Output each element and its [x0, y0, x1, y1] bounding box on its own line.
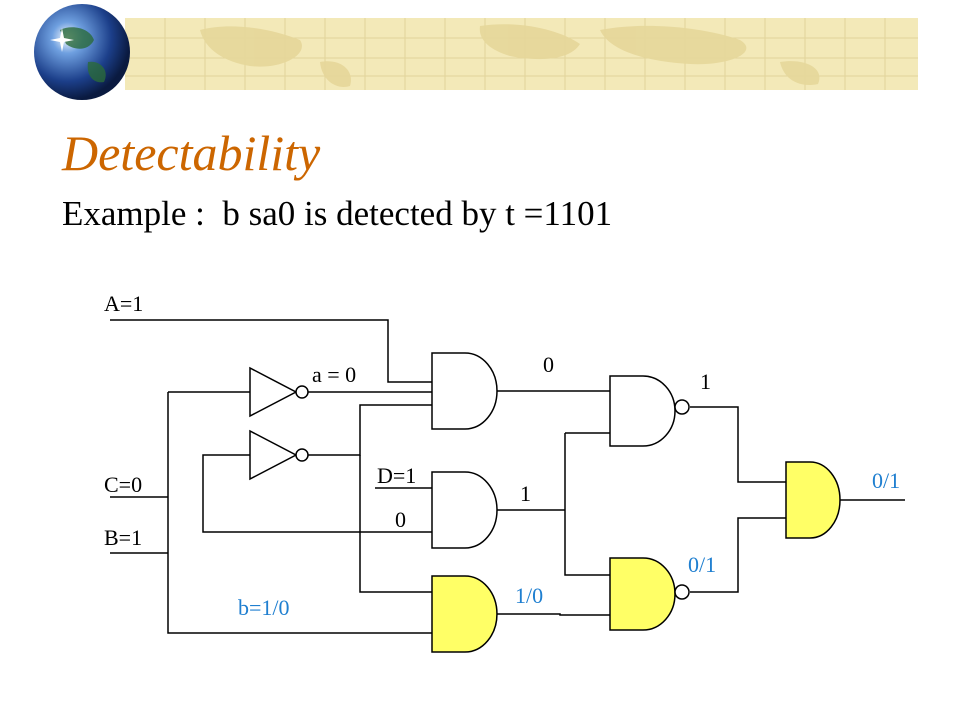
globe-icon [34, 4, 130, 100]
globe-landmass [60, 27, 106, 83]
label-inverter-a-out: a = 0 [312, 362, 356, 387]
slide-title: Detectability [62, 125, 321, 181]
and-gate-output [785, 461, 841, 539]
label-b-input: B=1 [104, 525, 142, 550]
header-banner [34, 4, 918, 100]
and-gate-3 [431, 575, 498, 653]
and-gate-1 [431, 352, 498, 430]
slide-subtitle: Example : b sa0 is detected by t =1101 [62, 194, 613, 233]
nand-gate-2 [609, 557, 690, 631]
inverter-c-gate [249, 429, 309, 481]
label-a-input: A=1 [104, 291, 143, 316]
label-c-input: C=0 [104, 472, 142, 497]
label-final-out: 0/1 [872, 468, 900, 493]
label-and1-out: 0 [543, 352, 554, 377]
inverter-a-gate [249, 366, 309, 418]
globe-sparkle-icon [50, 28, 74, 52]
and-gate-2 [431, 471, 498, 549]
banner-continents [200, 24, 820, 87]
circuit-wires [110, 319, 905, 634]
label-and2-input: 0 [395, 507, 406, 532]
label-b-fault: b=1/0 [238, 595, 290, 620]
nand-gate-1 [609, 375, 690, 447]
label-and2-out: 1 [520, 481, 531, 506]
label-and3-out: 1/0 [515, 583, 543, 608]
label-nand1-out: 1 [700, 369, 711, 394]
label-nand2-out: 0/1 [688, 552, 716, 577]
label-d-input: D=1 [377, 463, 416, 488]
